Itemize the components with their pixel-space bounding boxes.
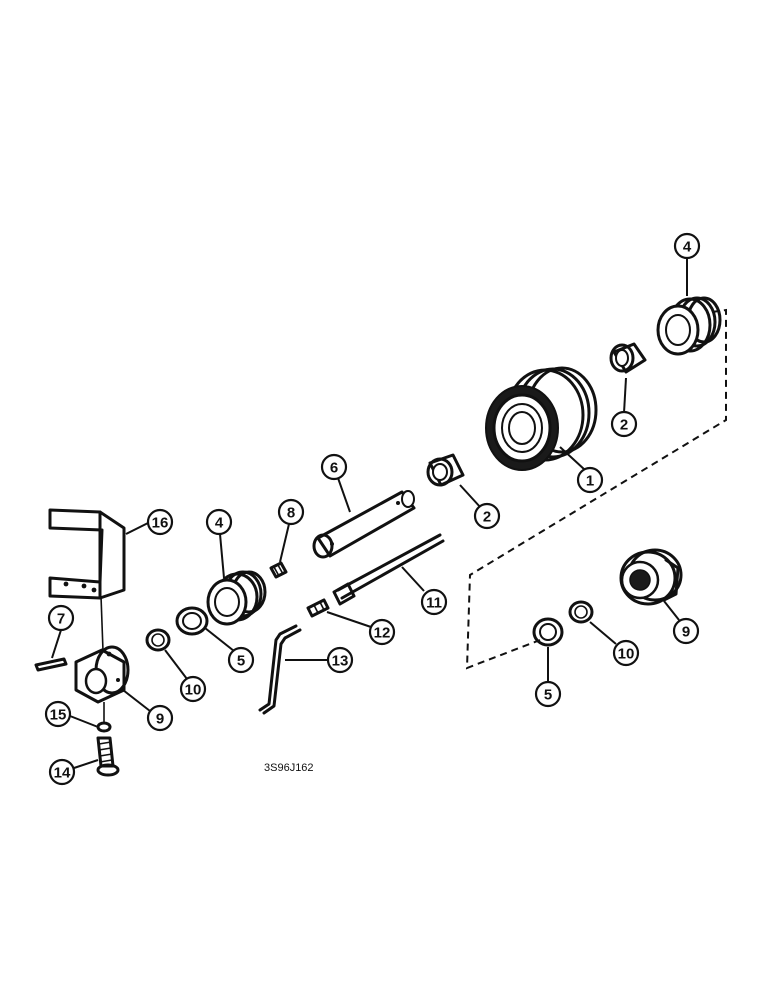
part-fitting [306,598,330,618]
callout-1: 1 [576,466,604,494]
callout-5-right: 5 [534,680,562,708]
callout-13: 13 [326,646,354,674]
svg-text:4: 4 [215,515,224,532]
callout-7: 7 [47,604,75,632]
callout-11: 11 [420,588,448,616]
assembly-line-bracket [100,595,104,652]
leader-lines [51,258,688,769]
callout-14: 14 [48,758,76,786]
part-bolt [96,736,120,777]
svg-text:14: 14 [54,765,71,782]
svg-text:13: 13 [332,653,349,670]
part-tube [258,624,302,715]
callout-4-left: 4 [205,508,233,536]
part-housing-left [74,645,130,704]
part-ring-left [175,606,209,636]
callout-15: 15 [44,700,72,728]
part-housing-right [619,548,683,606]
part-roller [485,366,598,471]
svg-text:9: 9 [682,624,690,641]
figure-id: 3S96J162 [264,762,314,774]
part-seal-upper [656,296,722,356]
callout-9-right: 9 [672,617,700,645]
callout-8: 8 [277,498,305,526]
svg-text:11: 11 [426,595,442,612]
callout-2-middle: 2 [473,502,501,530]
svg-text:5: 5 [544,687,552,704]
part-shaft [312,490,416,559]
svg-text:5: 5 [237,653,245,670]
svg-text:2: 2 [620,417,628,434]
part-bushing-middle [426,453,465,487]
callout-10-right: 10 [612,639,640,667]
svg-text:4: 4 [683,239,692,256]
svg-text:8: 8 [287,505,295,522]
svg-text:6: 6 [330,460,338,477]
part-ring-right [532,617,564,647]
part-lock-washer [96,721,112,733]
callout-2-upper: 2 [610,410,638,438]
svg-text:9: 9 [156,711,164,728]
callout-10-left: 10 [179,675,207,703]
part-washer-right [568,600,594,624]
part-set-screw [269,561,288,579]
part-pin [34,657,68,672]
callout-16: 16 [146,508,174,536]
svg-text:15: 15 [50,707,67,724]
callout-9-left: 9 [146,704,174,732]
svg-text:1: 1 [586,473,594,490]
callout-12: 12 [368,618,396,646]
svg-text:12: 12 [374,625,391,642]
callout-5-left: 5 [227,646,255,674]
svg-text:2: 2 [483,509,491,526]
svg-text:7: 7 [57,611,65,628]
part-bracket [48,508,126,600]
svg-text:10: 10 [185,682,202,699]
part-washer-left [145,628,171,652]
svg-text:10: 10 [618,646,635,663]
part-bushing-upper [609,342,647,374]
svg-text:16: 16 [152,515,169,532]
callout-4-upper: 4 [673,232,701,260]
part-seal-left [206,570,267,626]
part-rod [332,533,445,606]
assembly-line-dashed [465,308,727,670]
callout-6: 6 [320,453,348,481]
